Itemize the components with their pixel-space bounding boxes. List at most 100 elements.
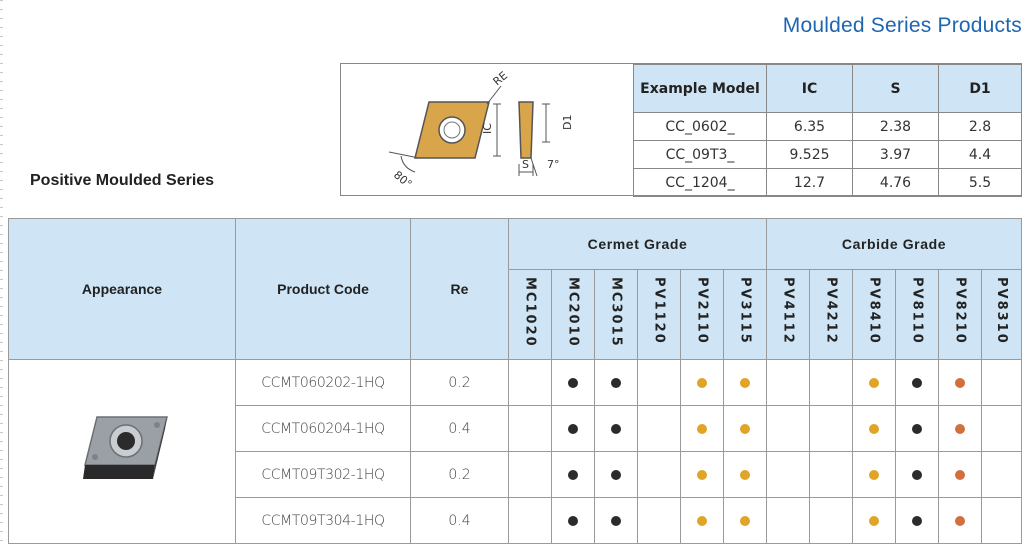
re-value: 0.4 [410,405,509,452]
grade-cell [766,359,811,406]
grade-cell [809,497,854,544]
spec-ic: 12.7 [766,168,853,197]
availability-dot-gold [740,515,750,526]
grade-cell [938,405,983,452]
grade-cell [809,405,854,452]
grade-cell [852,497,897,544]
grade-cell [551,405,595,452]
grade-cell [680,359,724,406]
availability-dot-black [912,515,923,526]
spec-row: CC_0602_ 6.35 2.38 2.8 [633,112,1022,141]
availability-dot-black [611,377,621,388]
availability-dot-gold [740,423,750,434]
grade-cell [508,359,552,406]
grade-cell [766,451,811,498]
appearance-cell [8,359,236,544]
insert-hole-inner [443,121,461,139]
spec-model: CC_09T3_ [633,140,767,169]
availability-dot-gold [697,377,707,388]
grade-cell [680,405,724,452]
label-angle-80: 80° [391,168,414,190]
header-product-code: Product Code [235,218,411,360]
grade-cell [722,497,768,544]
grade-cell [938,497,983,544]
spec-table: Example Model IC S D1 CC_0602_ 6.35 2.38… [633,64,1022,197]
availability-dot-black [568,377,578,388]
grade-cell [594,359,638,406]
availability-dot-black [568,469,578,480]
grade-header: MC1020 [508,269,552,360]
grade-cell [551,359,595,406]
availability-dot-copper [955,469,966,480]
availability-dot-black [611,423,621,434]
availability-dot-copper [955,377,966,388]
availability-dot-gold [740,469,750,480]
grade-cell [637,497,681,544]
grade-cell [809,451,854,498]
availability-dot-gold [697,515,707,526]
grade-table: Appearance Product Code Re Cermet Grade … [8,217,1023,544]
grade-header: PV4212 [809,269,854,360]
grade-cell [938,451,983,498]
insert-photo-icon [83,415,168,479]
product-code: CCMT060204-1HQ [235,405,411,452]
availability-dot-gold [869,423,880,434]
grade-cell [766,405,811,452]
grade-cell [680,497,724,544]
product-code: CCMT060202-1HQ [235,359,411,406]
grade-cell [680,451,724,498]
grade-cell [895,405,940,452]
grade-cell [637,359,681,406]
grade-header: PV8110 [895,269,940,360]
grade-header: MC3015 [594,269,638,360]
grade-cell [551,497,595,544]
grade-cell [981,405,1023,452]
grade-cell [852,451,897,498]
re-value: 0.2 [410,451,509,498]
grade-cell [852,405,897,452]
spec-box: RE IC 80° D1 S 7° Example Model IC S D1 [340,63,1022,197]
spec-header-s: S [852,64,939,113]
availability-dot-gold [697,423,707,434]
grade-cell [852,359,897,406]
header-cermet-grade: Cermet Grade [507,217,768,271]
grade-cell [508,405,552,452]
grade-header: PV8310 [981,269,1023,360]
spec-s: 3.97 [852,140,939,169]
availability-dot-gold [740,377,750,388]
grade-cell [766,497,811,544]
product-code: CCMT09T302-1HQ [235,451,411,498]
availability-dot-black [611,469,621,480]
availability-dot-black [912,377,923,388]
label-angle-7: 7° [547,158,560,171]
label-s: S [522,158,529,171]
grade-cell [722,359,768,406]
availability-dot-black [611,515,621,526]
product-code: CCMT09T304-1HQ [235,497,411,544]
label-re: RE [491,69,511,88]
grade-cell [722,451,768,498]
grade-header: PV2110 [680,269,724,360]
page-title: Moulded Series Products [782,14,1022,37]
availability-dot-black [568,515,578,526]
spec-header-d1: D1 [938,64,1022,113]
grade-cell [594,497,638,544]
spec-d1: 4.4 [938,140,1022,169]
availability-dot-gold [869,515,880,526]
grade-cell [637,451,681,498]
grade-cell [637,405,681,452]
spec-ic: 6.35 [766,112,853,141]
grade-header: PV8210 [938,269,983,360]
grade-cell [981,359,1023,406]
spec-s: 4.76 [852,168,939,197]
label-ic: IC [481,123,494,134]
label-d1: D1 [561,115,574,130]
grade-header: PV8410 [852,269,897,360]
re-value: 0.2 [410,359,509,406]
spec-d1: 2.8 [938,112,1022,141]
availability-dot-gold [869,377,880,388]
availability-dot-black [568,423,578,434]
grade-cell [551,451,595,498]
